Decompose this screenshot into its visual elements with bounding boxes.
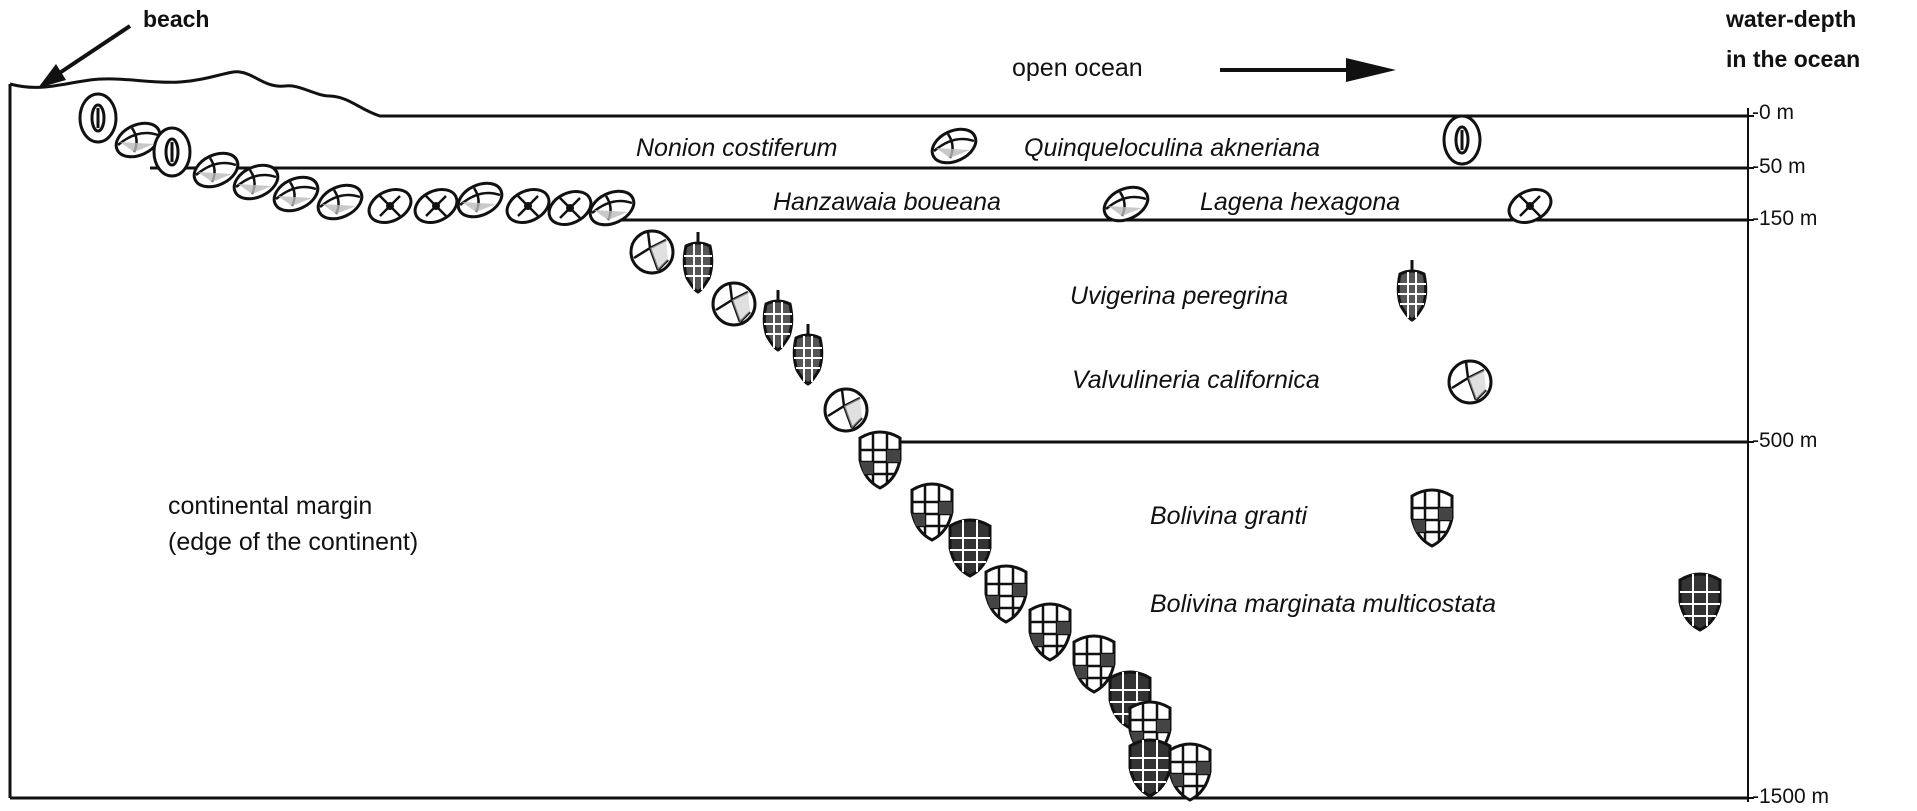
open-ocean-label: open ocean: [1012, 56, 1143, 81]
species-label-uvigerina-peregrina: Uvigerina peregrina: [1070, 284, 1288, 309]
lagena-shell-icon: [1504, 183, 1557, 229]
species-label-nonion-costiferum: Nonion costiferum: [636, 136, 837, 161]
beach-label: beach: [143, 8, 209, 31]
depth-label-0m: -0 m: [1752, 102, 1794, 123]
water-depth-label-line1: water-depth: [1726, 8, 1856, 31]
depth-label-150m: -150 m: [1752, 208, 1817, 229]
depth-label-1500m: -1500 m: [1752, 786, 1829, 807]
species-label-lagena-hexagona: Lagena hexagona: [1200, 190, 1400, 215]
seafloor-shell-chain: [80, 94, 1210, 800]
uvigerina-shell-icon: [1398, 260, 1426, 320]
quinqueloculina-shell-icon: [1444, 116, 1480, 164]
species-label-valvulineria-californica: Valvulineria californica: [1072, 368, 1320, 393]
beach-arrow: [52, 26, 130, 78]
depth-label-500m: -500 m: [1752, 430, 1817, 451]
water-depth-label-line2: in the ocean: [1726, 48, 1860, 71]
species-label-bolivina-marginata-multicostata: Bolivina marginata multicostata: [1150, 592, 1496, 617]
species-label-bolivina-granti: Bolivina granti: [1150, 504, 1307, 529]
species-label-quinqueloculina-akneriana: Quinqueloculina akneriana: [1024, 136, 1320, 161]
bolivina-granti-shell-icon: [1412, 490, 1452, 546]
valvulineria-shell-icon: [1449, 361, 1491, 403]
continental-margin-label-line1: continental margin: [168, 494, 372, 519]
bolivina-marginata-shell-icon: [1680, 574, 1720, 630]
species-label-hanzawaia-boueana: Hanzawaia boueana: [773, 190, 1001, 215]
continental-margin-label-line2: (edge of the continent): [168, 530, 418, 555]
sea-surface-line: [10, 72, 1748, 116]
nonion-shell-icon: [927, 123, 981, 170]
depth-label-50m: -50 m: [1752, 156, 1806, 177]
